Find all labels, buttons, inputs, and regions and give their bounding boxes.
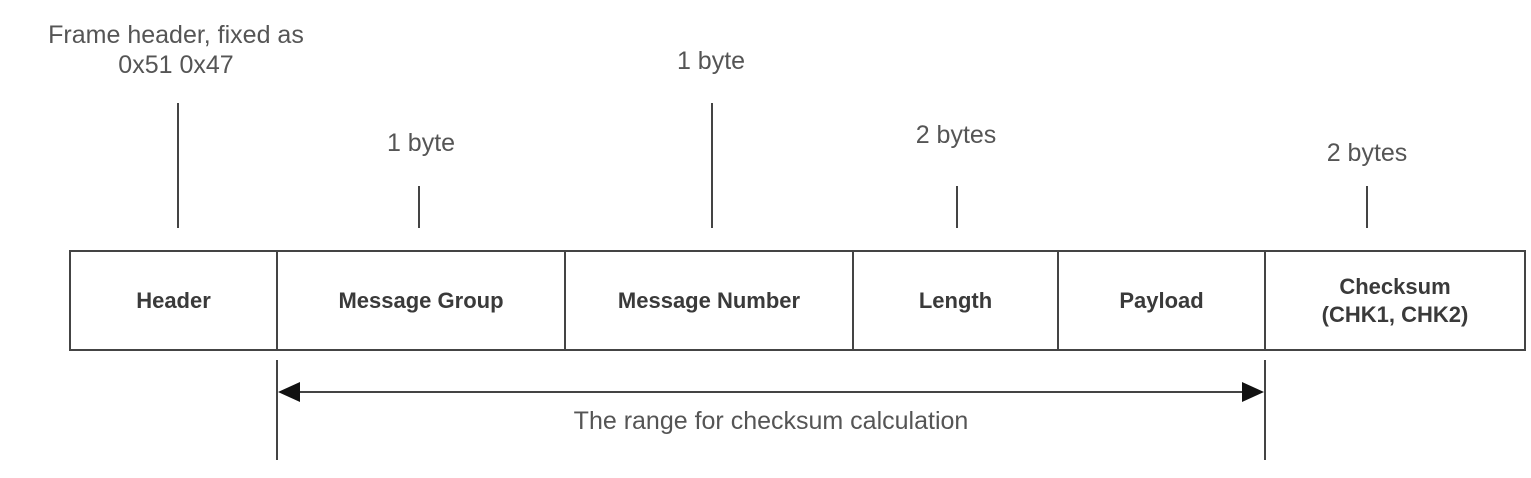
field-payload: Payload [1119,287,1204,313]
annotation-header: Frame header, fixed as 0x51 0x47 [48,20,304,80]
annotation-message-number: 1 byte [676,47,746,75]
field-length: Length [918,287,993,313]
field-checksum: Checksum (CHK1, CHK2) [1265,251,1525,350]
field-checksum-line: Checksum [1339,273,1451,299]
field-header: Header [136,287,211,313]
annotation-line: 0x51 0x47 [118,51,234,79]
field-message-group: Message Group [338,287,504,313]
annotation-message-group: 1 byte [386,129,456,157]
annotation-checksum: 2 bytes [1326,139,1408,167]
annotation-length: 2 bytes [915,121,997,149]
checksum-range-label: The range for checksum calculation [573,407,969,435]
annotation-line: Frame header, fixed as [48,21,304,49]
field-message-number: Message Number [617,287,801,313]
field-checksum-line: (CHK1, CHK2) [1321,301,1469,327]
frame-box [69,250,1526,351]
arrowhead-right-icon [1242,382,1264,402]
arrowhead-left-icon [278,382,300,402]
